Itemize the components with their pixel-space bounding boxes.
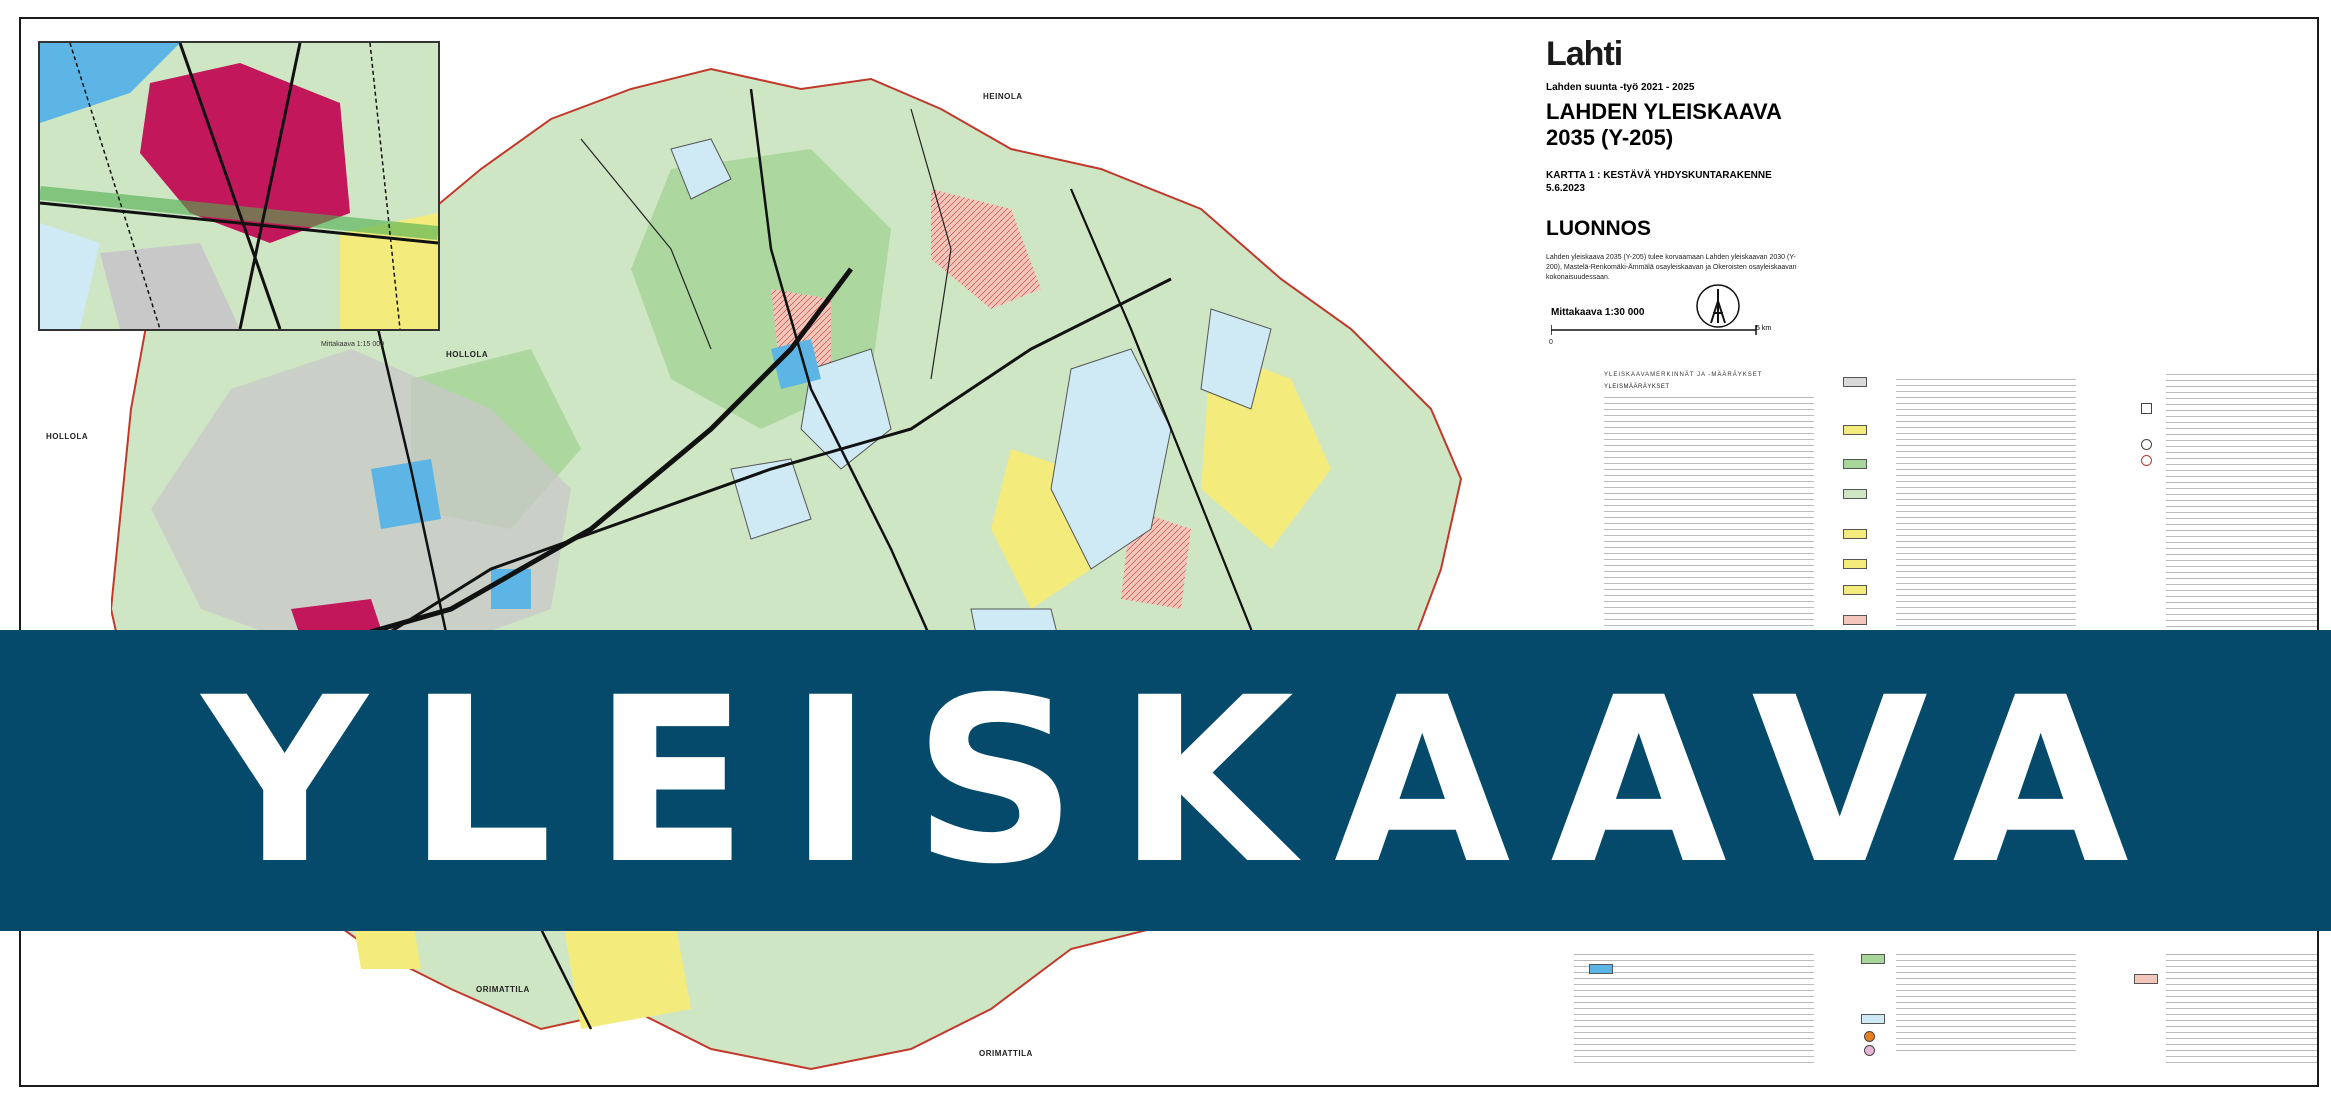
legend-swatch: [1843, 585, 1867, 595]
minor-road: [580, 108, 1212, 910]
sheet-title: KARTTA 1 : KESTÄVÄ YHDYSKUNTARAKENNE 5.6…: [1546, 170, 1772, 194]
scale-label: Mittakaava 1:30 000: [1551, 307, 1645, 318]
legend-swatch: [1843, 377, 1867, 387]
legend-text-column: [1574, 954, 1814, 1064]
legend-general-heading: YLEISMÄÄRÄYKSET: [1604, 384, 1670, 390]
legend-text-column: [1896, 954, 2076, 1054]
project-label: Lahden suunta -työ 2021 - 2025: [1546, 82, 1695, 93]
place-name-orimattila: ORIMATTILA: [979, 1049, 1033, 1058]
lahti-logo: Lahti: [1546, 35, 1623, 73]
draft-status: LUONNOS: [1546, 217, 1651, 240]
legend-text-column: [1896, 379, 2076, 649]
legend-text-column: [2166, 374, 2317, 649]
legend-swatch: [2134, 974, 2158, 984]
title-banner: YLEISKAAVA: [0, 630, 2331, 931]
residential-area: [561, 899, 691, 1029]
legend-swatch: [1843, 425, 1867, 435]
legend-swatch: [1843, 459, 1867, 469]
legend-text-column: [1604, 397, 1814, 647]
place-name-heinola: HEINOLA: [983, 92, 1023, 101]
banner-title: YLEISKAAVA: [202, 647, 2169, 914]
scale-end: 5 km: [1756, 325, 1772, 332]
legend-swatch: [1861, 1014, 1885, 1024]
title-block: Lahti Lahden suunta -työ 2021 - 2025 LAH…: [1546, 29, 1806, 283]
inset-map-graphic: [40, 43, 438, 329]
circle-symbol-icon: [1864, 1045, 1875, 1056]
place-name-hollola: HOLLOLA: [446, 350, 489, 359]
lake: [1050, 348, 1172, 570]
scale-bar: [1551, 325, 1757, 335]
legend-swatch: [1843, 489, 1867, 499]
legend-swatch: [1843, 529, 1867, 539]
inset-map: [38, 41, 440, 331]
business-area: [371, 459, 441, 529]
hatched-area: [931, 189, 1041, 309]
lake: [670, 138, 732, 200]
legend-heading: YLEISKAAVAMERKINNÄT JA -MÄÄRÄYKSET: [1604, 372, 1763, 378]
lake: [800, 348, 892, 470]
legend-text-column: [2166, 954, 2317, 1064]
circle-symbol-icon: [2141, 439, 2152, 450]
square-symbol-icon: [2141, 403, 2152, 414]
place-name-orimattila: ORIMATTILA: [476, 985, 530, 994]
legend-swatch: [1843, 559, 1867, 569]
inset-scale-label: Mittakaava 1:15 000: [321, 341, 385, 348]
map-description: Lahden yleiskaava 2035 (Y-205) tulee kor…: [1546, 254, 1797, 281]
legend-swatch: [1843, 615, 1867, 625]
scale-start: 0: [1549, 339, 1554, 346]
urban-fabric: [151, 349, 571, 649]
lake: [1200, 308, 1272, 410]
place-name-hollola: HOLLOLA: [46, 432, 89, 441]
lake: [730, 458, 812, 540]
legend-swatch: [1861, 954, 1885, 964]
legend-swatch: [1589, 964, 1613, 974]
map-title: LAHDEN YLEISKAAVA 2035 (Y-205): [1546, 99, 1782, 150]
circle-symbol-icon: [1864, 1031, 1875, 1042]
circle-symbol-icon: [2141, 455, 2152, 466]
north-arrow-icon: [1696, 284, 1740, 328]
